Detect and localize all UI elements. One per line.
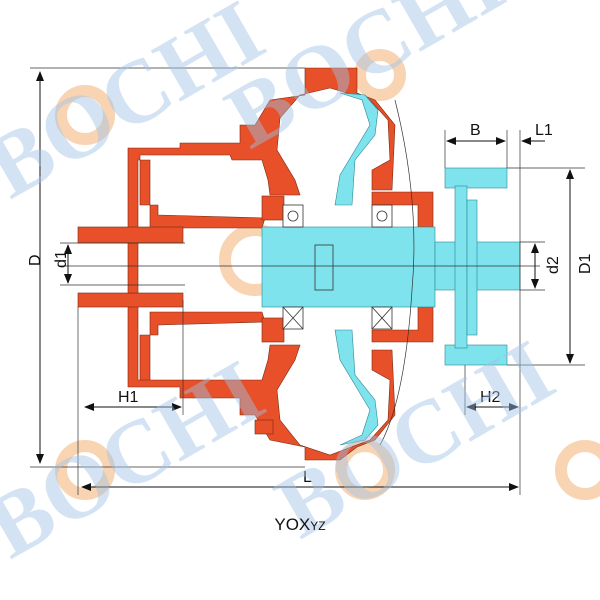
construction-lines [30,67,585,495]
housing [77,67,434,461]
dim-label-B: B [470,122,481,139]
rotor-shaft [261,92,521,446]
watermark-gear-icon [55,49,600,500]
dim-label-d1: d1 [53,250,70,268]
dim-label-H2: H2 [480,389,501,406]
dim-label-D: D [27,254,44,266]
dimension-arrows [36,71,574,491]
model-caption: YOXYZ [0,515,600,535]
dim-label-D1: D1 [577,253,594,274]
dim-label-d2: d2 [545,256,562,274]
dim-label-L: L [303,469,312,486]
model-name: YOX [274,515,311,534]
dim-label-H1: H1 [118,389,139,406]
model-suffix: YZ [310,519,326,533]
dim-label-L1: L1 [535,122,553,139]
bearings [282,204,393,330]
